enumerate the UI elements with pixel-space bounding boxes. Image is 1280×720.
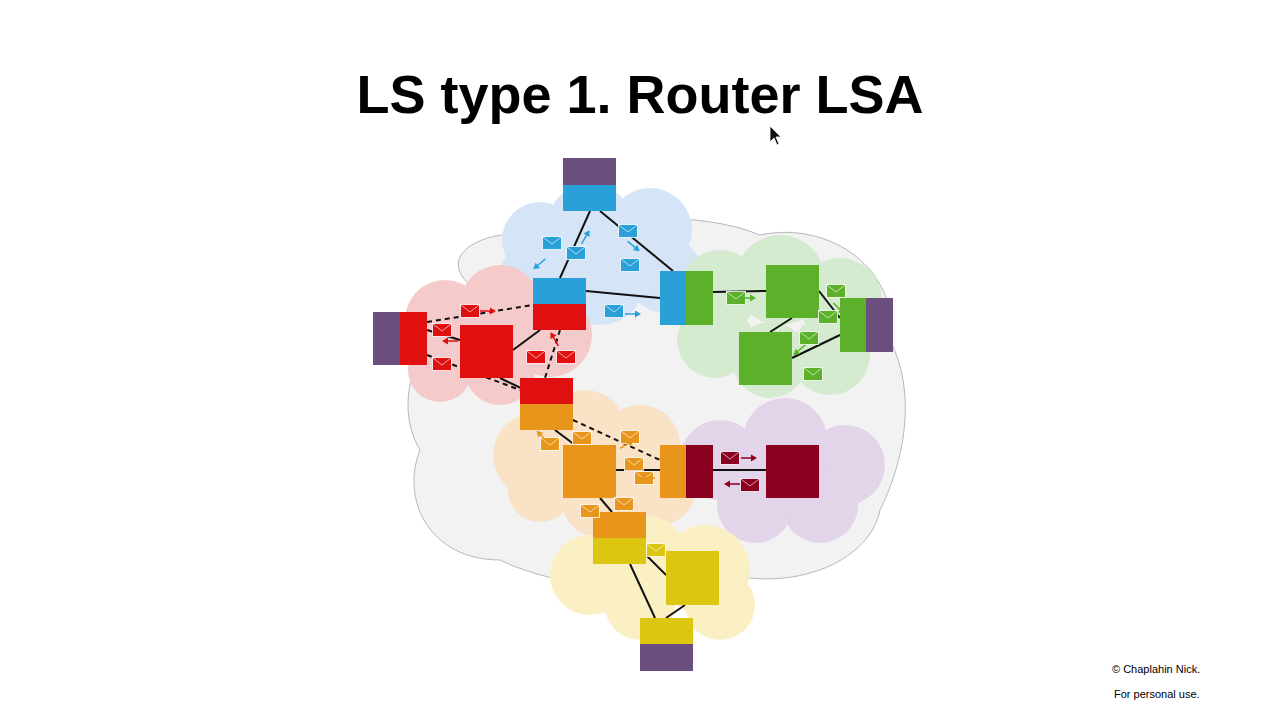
link xyxy=(513,330,540,350)
lsa-envelope xyxy=(721,452,740,465)
asbr-part xyxy=(563,158,616,185)
asbr-part xyxy=(866,298,893,352)
link xyxy=(630,564,655,618)
mouse-cursor xyxy=(770,126,781,145)
flood-arrow xyxy=(578,228,592,245)
flood-arrow xyxy=(480,308,496,315)
slide-title: LS type 1. Router LSA xyxy=(0,62,1280,126)
green-area-cloud xyxy=(677,235,882,398)
router xyxy=(766,265,819,318)
router xyxy=(766,445,819,498)
cloud-lobe xyxy=(735,235,825,325)
abr-part xyxy=(686,271,713,325)
lsa-envelope xyxy=(605,305,624,318)
flood-arrow xyxy=(724,481,740,488)
lsa-envelope xyxy=(819,311,838,324)
link xyxy=(713,469,766,471)
router xyxy=(739,332,792,385)
link xyxy=(600,211,673,271)
lsa-envelope xyxy=(567,247,586,260)
flood-arrow xyxy=(831,300,847,316)
flood-arrow xyxy=(625,311,641,318)
copyright-note: © Chaplahin Nick. xyxy=(1112,662,1200,676)
flood-arrow xyxy=(740,295,756,302)
lsa-envelope xyxy=(741,479,760,492)
routers xyxy=(373,158,893,671)
abr-part xyxy=(533,304,586,330)
flood-arrow xyxy=(791,342,808,358)
lsa-envelope xyxy=(800,332,819,345)
asbr-part xyxy=(640,618,693,644)
lsa-envelope xyxy=(433,324,452,337)
lsa-envelope xyxy=(557,351,576,364)
purple-area-cloud xyxy=(680,398,885,543)
virtual-links xyxy=(427,305,660,460)
orange-area-cloud xyxy=(493,390,695,538)
cloud-lobe xyxy=(508,458,572,522)
lsa-envelope xyxy=(804,368,823,381)
abr-part xyxy=(520,404,573,430)
flood-arrow xyxy=(741,455,757,462)
flood-arrows xyxy=(442,228,847,564)
lsa-envelope xyxy=(573,432,592,445)
red-area-cloud xyxy=(405,265,592,405)
lsa-envelope xyxy=(581,505,600,518)
flood-arrow xyxy=(618,437,635,451)
asbr-part xyxy=(373,312,400,365)
lsa-envelopes xyxy=(433,225,846,557)
flood-arrow xyxy=(664,552,681,564)
links xyxy=(427,211,840,618)
link xyxy=(586,291,660,298)
lsa-envelope xyxy=(541,438,560,451)
link xyxy=(646,555,666,575)
lsa-envelope xyxy=(647,544,666,557)
lsa-envelope xyxy=(543,237,562,250)
lsa-envelope xyxy=(527,351,546,364)
abr-part xyxy=(660,271,686,325)
flood-arrow xyxy=(547,330,561,347)
flood-arrow xyxy=(531,256,548,272)
abr-part xyxy=(593,538,646,564)
link xyxy=(666,605,685,618)
router xyxy=(460,325,513,378)
lsa-envelope xyxy=(619,225,638,238)
usage-note: For personal use. xyxy=(1114,687,1200,701)
link xyxy=(600,498,612,512)
flood-arrow xyxy=(639,475,655,482)
cloud-lobe xyxy=(732,322,808,398)
router xyxy=(563,445,616,498)
lsa-envelope xyxy=(615,498,634,511)
abr-part xyxy=(520,378,573,404)
flood-arrow xyxy=(534,428,550,444)
lsa-envelope xyxy=(461,305,480,318)
abr-part xyxy=(686,445,713,498)
asbr-part xyxy=(840,298,866,352)
lsa-envelope xyxy=(625,458,644,471)
router-part xyxy=(563,185,616,211)
flood-arrow xyxy=(442,338,458,345)
lsa-envelope xyxy=(621,259,640,272)
abr-part xyxy=(660,445,686,498)
dashed-link xyxy=(427,305,533,322)
flood-arrow xyxy=(625,238,642,254)
asbr-part xyxy=(400,312,427,365)
abr-part xyxy=(593,512,646,538)
lsa-envelope xyxy=(433,358,452,371)
lsa-envelope xyxy=(827,285,846,298)
asbr-part xyxy=(640,644,693,671)
abr-part xyxy=(533,278,586,304)
link xyxy=(560,211,590,278)
link xyxy=(770,318,792,332)
